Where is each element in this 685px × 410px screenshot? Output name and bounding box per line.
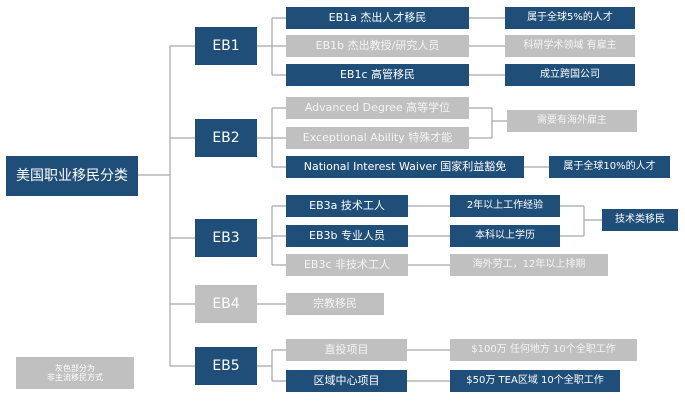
eb3a-label: EB3a 技术工人 [309, 198, 385, 212]
eb3a-node: EB3a 技术工人 [286, 195, 408, 217]
eb5-direct-node: 直投项目 [286, 339, 407, 361]
eb3-group-note: 技术类移民 [602, 209, 678, 231]
category-eb2-label: EB2 [212, 129, 240, 146]
connector-eb5-branch [257, 349, 286, 382]
legend-line-1: 灰色部分为 [55, 363, 95, 373]
eb3c-node: EB3c 非技术工人 [286, 254, 408, 276]
eb2-niw-label: National Interest Waiver 国家利益豁免 [303, 159, 507, 173]
eb3c-note: 海外劳工，12年以上排期 [450, 254, 608, 276]
eb2-exceptional-ability-label: Exceptional Ability 特殊才能 [302, 130, 453, 144]
eb1b-label: EB1b 杰出教授/研究人员 [315, 38, 440, 52]
eb4-religious-label: 宗教移民 [313, 296, 357, 310]
root-label: 美国职业移民分类 [16, 167, 128, 184]
eb5-regional-node: 区域中心项目 [286, 370, 407, 392]
eb4-religious-node: 宗教移民 [286, 293, 384, 315]
category-eb5-label: EB5 [212, 357, 240, 374]
eb3a-note: 2年以上工作经验 [450, 195, 560, 217]
connector-eb2-branch [257, 107, 286, 168]
eb1a-label: EB1a 杰出人才移民 [328, 10, 427, 24]
eb5-direct-note-label: $100万 任何地方 10个全职工作 [471, 344, 616, 356]
eb2-shared-note: 需要有海外雇主 [507, 110, 637, 132]
category-eb3: EB3 [195, 219, 257, 257]
eb5-direct-label: 直投项目 [324, 342, 369, 356]
eb2-exceptional-ability-node: Exceptional Ability 特殊才能 [286, 127, 469, 149]
root-node: 美国职业移民分类 [6, 156, 138, 196]
eb2-advanced-degree-label: Advanced Degree 高等学位 [304, 100, 451, 114]
legend-line-2: 非主流移民方式 [47, 373, 103, 382]
eb5-regional-note: $50万 TEA区域 10个全职工作 [450, 370, 620, 392]
legend-note: 灰色部分为 非主流移民方式 [16, 357, 134, 389]
eb5-regional-note-label: $50万 TEA区域 10个全职工作 [466, 375, 604, 387]
eb1b-note-label: 科研学术领域 有雇主 [523, 40, 617, 52]
eb1a-node: EB1a 杰出人才移民 [286, 7, 469, 29]
eb3b-note-label: 本科以上学历 [475, 230, 535, 242]
eb1b-node: EB1b 杰出教授/研究人员 [286, 35, 469, 57]
category-eb4: EB4 [195, 285, 257, 323]
eb3c-label: EB3c 非技术工人 [303, 257, 391, 271]
connector-eb1-branch [257, 17, 286, 76]
connector-eb3-notes [408, 205, 450, 266]
eb1a-note: 属于全球5%的人才 [505, 7, 635, 29]
connector-eb2-bracket [469, 107, 507, 139]
eb3b-node: EB3b 专业人员 [286, 225, 408, 247]
eb3-group-note-label: 技术类移民 [615, 214, 665, 226]
eb2-shared-note-label: 需要有海外雇主 [537, 115, 607, 127]
eb2-niw-note-label: 属于全球10%的人才 [563, 161, 656, 173]
connector-eb3-branch [257, 205, 286, 266]
category-eb2: EB2 [195, 119, 257, 157]
eb2-advanced-degree-node: Advanced Degree 高等学位 [286, 97, 469, 119]
eb1c-note-label: 成立跨国公司 [540, 69, 600, 81]
eb5-regional-label: 区域中心项目 [313, 373, 380, 387]
eb2-niw-note: 属于全球10%的人才 [549, 156, 670, 178]
category-eb5: EB5 [195, 347, 257, 385]
category-eb3-label: EB3 [212, 229, 240, 246]
eb1c-note: 成立跨国公司 [505, 64, 635, 86]
connector-eb3-bracket [560, 205, 602, 237]
eb3c-note-label: 海外劳工，12年以上排期 [472, 259, 586, 271]
category-eb1: EB1 [195, 27, 257, 65]
connector-eb5-notes [407, 349, 450, 382]
eb1b-note: 科研学术领域 有雇主 [505, 35, 635, 57]
connector-eb1-notes [469, 17, 505, 76]
eb3b-label: EB3b 专业人员 [309, 228, 385, 242]
eb1c-node: EB1c 高管移民 [286, 64, 469, 86]
eb3b-note: 本科以上学历 [450, 225, 560, 247]
eb1c-label: EB1c 高管移民 [339, 67, 416, 81]
eb5-direct-note: $100万 任何地方 10个全职工作 [450, 339, 637, 361]
eb1a-note-label: 属于全球5%的人才 [527, 12, 613, 24]
eb3a-note-label: 2年以上工作经验 [466, 200, 544, 212]
category-eb1-label: EB1 [212, 37, 240, 54]
eb2-niw-node: National Interest Waiver 国家利益豁免 [286, 156, 524, 178]
category-eb4-label: EB4 [212, 295, 240, 312]
